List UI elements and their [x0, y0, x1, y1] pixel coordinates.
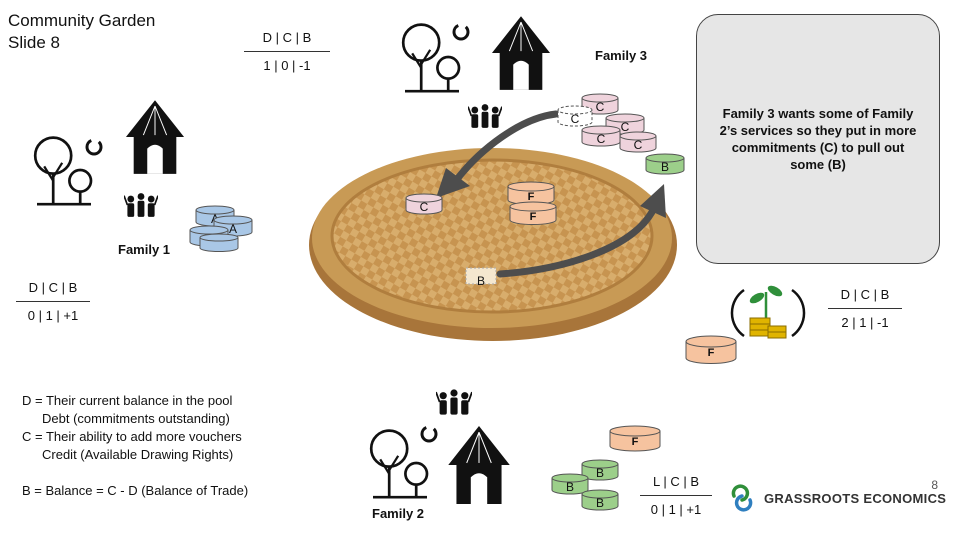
token-label: B	[596, 496, 604, 510]
tally-right-header: D | C | B	[840, 287, 890, 302]
tally-divider	[828, 308, 902, 309]
tally-family1: D | C | B 0 | 1 | +1	[16, 280, 90, 323]
legend-c-sub: Credit (Available Drawing Rights)	[42, 447, 234, 462]
legend-d-sub: Debt (commitments outstanding)	[42, 411, 230, 426]
hut-icon	[125, 99, 185, 175]
brand-name: GRASSROOTS ECONOMICS	[764, 490, 947, 506]
hut-icon	[491, 15, 551, 91]
token-label: C	[596, 100, 605, 114]
voucher-token-C: C	[557, 105, 593, 127]
token-label: B	[661, 160, 669, 174]
tally-family2-values: 0 | 1 | +1	[650, 502, 702, 517]
voucher-token-A	[199, 233, 239, 252]
family3-label: Family 3	[595, 48, 648, 63]
slide-title: Community Garden Slide 8	[8, 10, 155, 54]
tree-icon	[401, 23, 461, 93]
legend-spacer	[22, 464, 248, 482]
sun-icon	[85, 138, 103, 156]
tally-family2-header: L | C | B	[652, 474, 699, 489]
voucher-token-B: B	[645, 153, 685, 175]
tally-right: D | C | B 2 | 1 | -1	[828, 287, 902, 330]
tally-top-header: D | C | B	[262, 30, 312, 45]
token-label: B	[566, 480, 574, 494]
tally-divider	[16, 301, 90, 302]
tokens-layer: AAACCCCCBCFFBFFBBB	[189, 93, 737, 511]
tally-family1-values: 0 | 1 | +1	[27, 308, 79, 323]
brand-mark-icon	[731, 484, 753, 512]
callout-text: Family 3 wants some of Family 2’s servic…	[719, 106, 917, 172]
token-label: B	[596, 466, 604, 480]
token-label: C	[420, 200, 429, 214]
token-label: C	[571, 112, 580, 126]
callout-box: Family 3 wants some of Family 2’s servic…	[696, 14, 940, 264]
arrow-b-out-of-basket	[496, 184, 666, 278]
token-label: B	[477, 274, 485, 288]
hut-icon	[447, 425, 511, 505]
voucher-token-B: B	[581, 489, 619, 511]
token-label: F	[530, 211, 537, 223]
voucher-token-F: F	[507, 181, 555, 205]
voucher-token-C: C	[581, 125, 621, 147]
legend: D = Their current balance in the pool De…	[22, 392, 248, 500]
plant-coins-icon	[730, 285, 806, 339]
voucher-token-C: C	[405, 193, 443, 215]
people-icon	[436, 388, 472, 416]
tally-family1-header: D | C | B	[28, 280, 78, 295]
voucher-token-C: C	[619, 131, 657, 153]
voucher-token-F: F	[685, 335, 737, 364]
page-number: 8	[931, 478, 938, 492]
voucher-token-B: B	[465, 267, 497, 288]
basket-illustration	[309, 148, 677, 341]
tally-top: D | C | B 1 | 0 | -1	[244, 30, 330, 73]
tally-divider	[244, 51, 330, 52]
token-label: F	[632, 436, 639, 448]
legend-d-line: D = Their current balance in the pool	[22, 393, 233, 408]
token-label: C	[634, 138, 643, 152]
voucher-token-F: F	[609, 425, 661, 452]
tally-right-values: 2 | 1 | -1	[841, 315, 889, 330]
family2-label: Family 2	[372, 506, 425, 521]
tally-top-values: 1 | 0 | -1	[263, 58, 311, 73]
people-icon	[468, 103, 502, 129]
token-label: C	[597, 132, 606, 146]
token-label: F	[708, 347, 715, 359]
people-icon	[124, 192, 158, 218]
legend-c-line: C = Their ability to add more vouchers	[22, 429, 242, 444]
brand-logo: GRASSROOTS ECONOMICS	[728, 484, 946, 512]
tree-icon	[369, 429, 429, 499]
legend-b-line: B = Balance = C - D (Balance of Trade)	[22, 483, 249, 498]
arrow-c-into-basket	[436, 110, 560, 198]
voucher-token-B: B	[551, 473, 589, 495]
voucher-token-F: F	[509, 201, 557, 225]
sun-icon	[452, 23, 470, 41]
tally-family2: L | C | B 0 | 1 | +1	[640, 474, 712, 517]
token-label: A	[229, 222, 237, 236]
sun-icon	[420, 425, 438, 443]
tree-icon	[33, 136, 93, 206]
slide-title-line2: Slide 8	[8, 33, 60, 52]
family1-label: Family 1	[118, 242, 171, 257]
slide-title-line1: Community Garden	[8, 11, 156, 30]
token-label: C	[621, 120, 630, 134]
tally-divider	[640, 495, 712, 496]
token-label: F	[528, 191, 535, 203]
